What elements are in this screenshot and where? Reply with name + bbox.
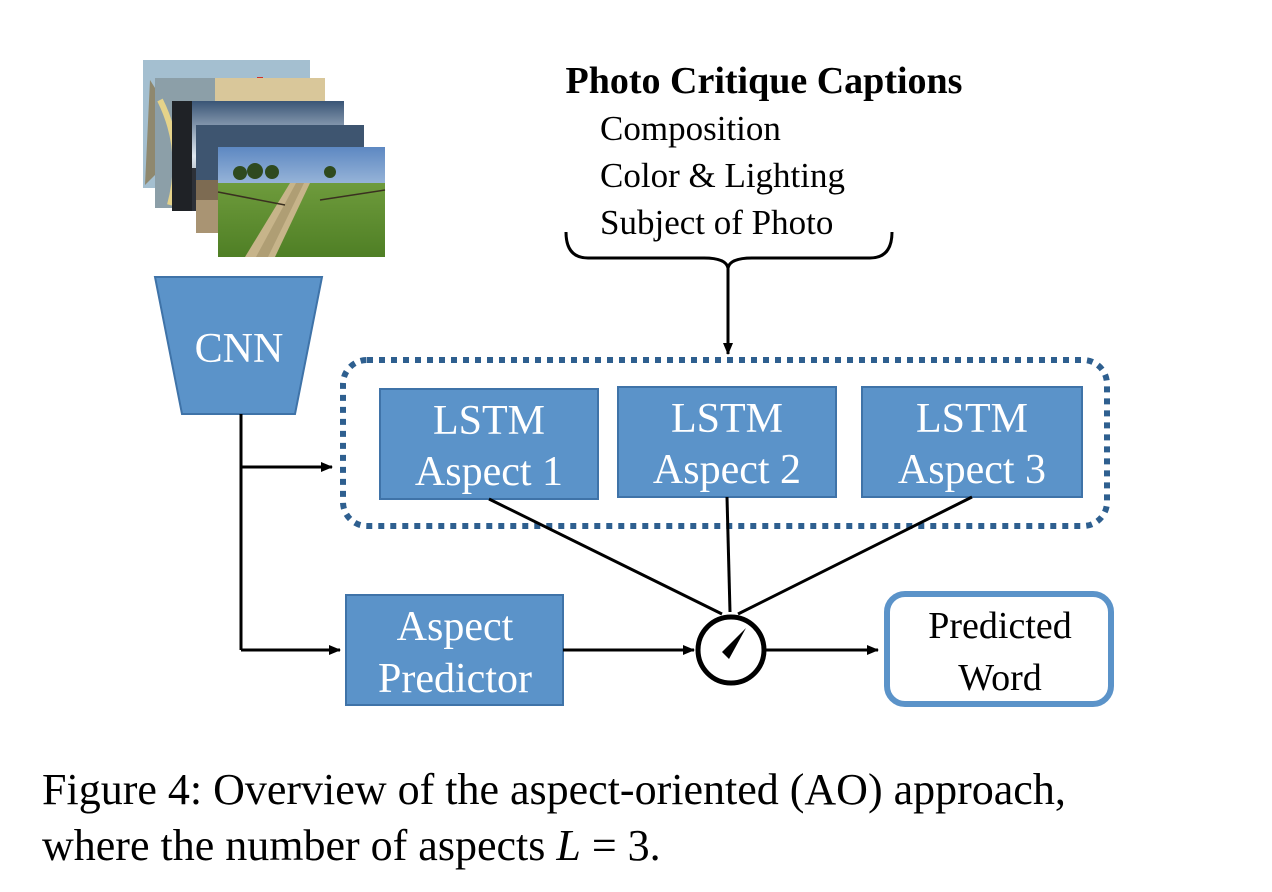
lstm-aspect-2-line1: LSTM [671,396,783,442]
lstm-aspect-3-line1: LSTM [916,396,1028,442]
lstm-aspect-3: LSTM Aspect 3 [861,386,1083,498]
lstm-1-to-switch-line [488,497,723,616]
caption-item-composition: Composition [600,109,781,148]
caption-item-subject: Subject of Photo [600,203,833,242]
math-variable-l: L [556,821,581,870]
figure-caption-math-rest: = 3. [580,821,661,870]
aspect-predictor-line2: Predictor [378,656,532,702]
figure-caption-line2: where the number of aspects L = 3. [42,818,1242,874]
figure-caption: Figure 4: Overview of the aspect-oriente… [42,762,1242,874]
lstm-aspect-1-line2: Aspect 1 [415,449,563,495]
lstm-aspect-2-line2: Aspect 2 [653,447,801,493]
figure-caption-line2-text: where the number of aspects [42,821,557,870]
aspect-predictor-line1: Aspect [397,604,514,650]
predicted-word-line1: Predicted [928,605,1072,647]
caption-item-color-lighting: Color & Lighting [600,156,845,195]
lstm-group-border [340,357,1110,529]
lstm-3-to-switch-line [737,495,973,616]
lstm-aspect-1-line1: LSTM [433,398,545,444]
lstm-aspect-1: LSTM Aspect 1 [379,388,599,500]
photo-stack [143,60,386,257]
lstm-2-to-switch-line [725,496,732,613]
photo-thumbnail-5 [217,147,386,257]
predicted-word-line2: Word [958,657,1041,699]
selector-switch [695,614,767,686]
predicted-word-block: Predicted Word [884,591,1114,707]
figure-caption-line1: Figure 4: Overview of the aspect-oriente… [42,765,1066,814]
cnn-label: CNN [195,326,284,372]
cnn-block: CNN [153,276,324,415]
aspect-predictor-block: Aspect Predictor [345,594,564,706]
caption-types-title: Photo Critique Captions [566,60,963,102]
lstm-aspect-2: LSTM Aspect 2 [617,386,837,498]
lstm-aspect-3-line2: Aspect 3 [898,447,1046,493]
